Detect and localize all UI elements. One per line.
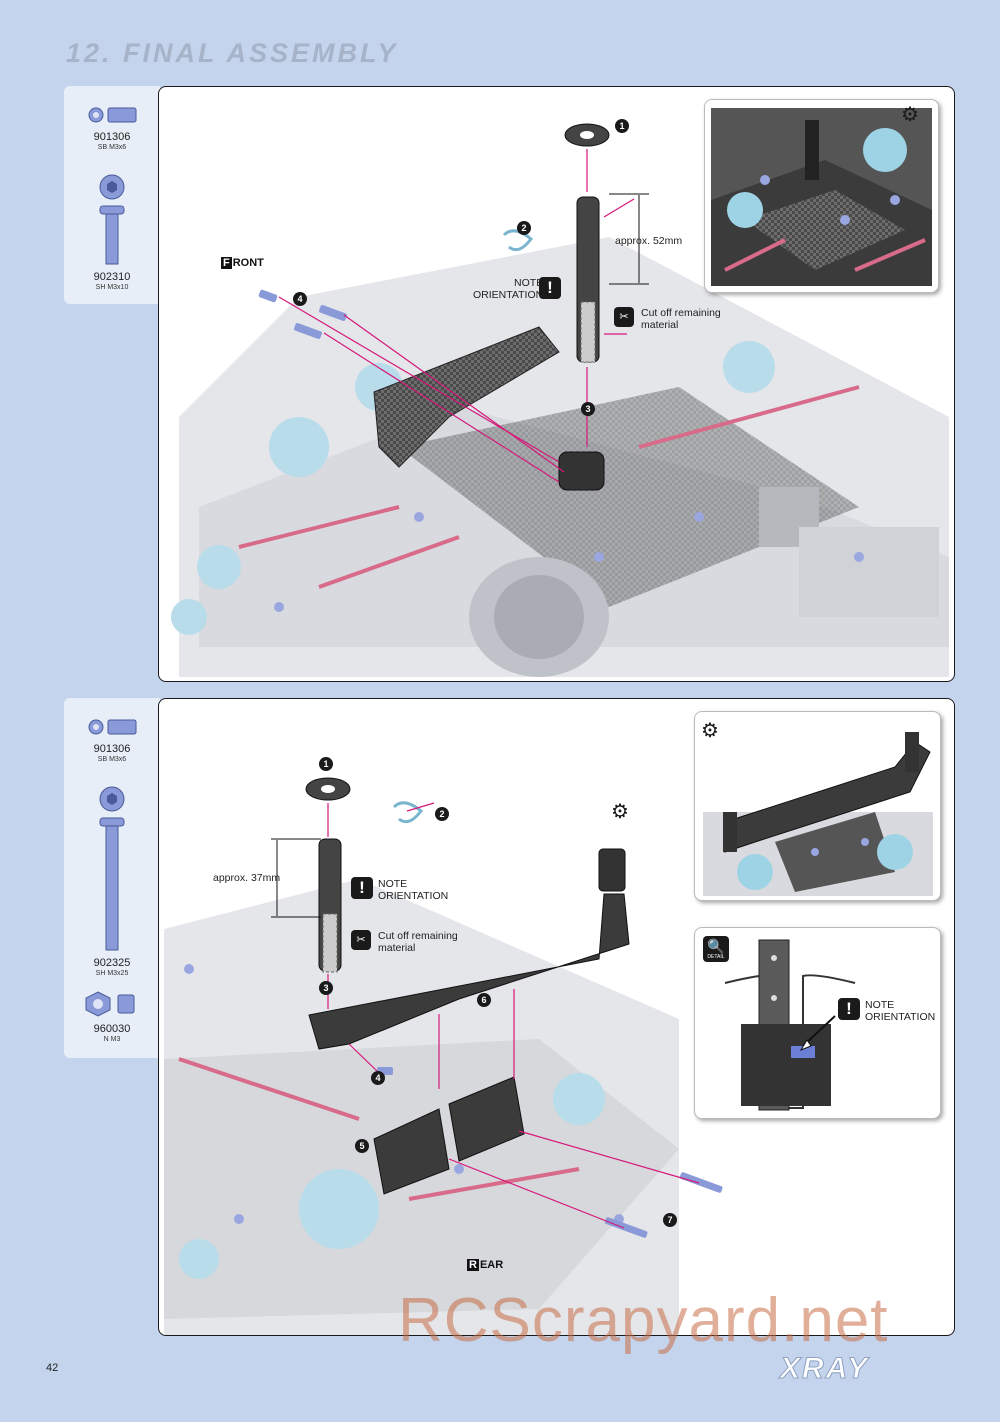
warning-icon: ! bbox=[539, 277, 561, 299]
detail-note: NOTE ORIENTATION bbox=[865, 999, 935, 1023]
step-marker-5: 5 bbox=[355, 1139, 369, 1153]
part-number: 902310 bbox=[93, 271, 131, 283]
part-desc: SB M3x6 bbox=[97, 144, 127, 151]
part-number: 901306 bbox=[93, 131, 131, 143]
part-desc: N M3 bbox=[103, 1036, 121, 1043]
direction-text: EAR bbox=[479, 1259, 504, 1271]
cut-line1: Cut off remaining bbox=[378, 930, 458, 942]
note-orientation: NOTE ORIENTATION bbox=[378, 878, 448, 902]
cut-note: Cut off remaining material bbox=[378, 930, 458, 954]
step-marker-3: 3 bbox=[581, 402, 595, 416]
reference-inset-step1: ⚙ bbox=[704, 99, 939, 293]
direction-text: RONT bbox=[232, 257, 264, 269]
chassis-illustration-step2 bbox=[164, 777, 723, 1335]
watermark: RCScrapyard.net bbox=[398, 1286, 889, 1355]
note-orientation: NOTE ORIENTATION bbox=[473, 277, 543, 301]
detail-drawing bbox=[724, 939, 856, 1111]
cut-icon: ✂ bbox=[614, 307, 634, 327]
set-screw-icon bbox=[88, 719, 137, 735]
part-902325: 902325 SH M3x25 bbox=[64, 786, 160, 978]
parts-list-step2: 901306 SB M3x6 902325 SH M3x25 960030 N … bbox=[64, 698, 160, 1058]
step-marker-7: 7 bbox=[663, 1213, 677, 1227]
gear-check-icon: ⚙ bbox=[701, 720, 719, 742]
note-line2: ORIENTATION bbox=[473, 289, 544, 301]
dimension-label: approx. 37mm bbox=[213, 872, 281, 884]
part-901306: 901306 SB M3x6 bbox=[64, 104, 160, 152]
step-marker-3: 3 bbox=[319, 981, 333, 995]
cut-note: Cut off remaining material bbox=[641, 307, 721, 331]
step-marker-4: 4 bbox=[293, 292, 307, 306]
step-marker-1: 1 bbox=[319, 757, 333, 771]
cut-line2: material bbox=[378, 942, 416, 954]
chassis-closeup bbox=[711, 108, 932, 286]
parts-list-step1: 901306 SB M3x6 902310 SH M3x10 bbox=[64, 86, 160, 304]
warning-icon: ! bbox=[351, 877, 373, 899]
step-marker-2: 2 bbox=[435, 807, 449, 821]
gear-check-icon: ⚙ bbox=[901, 104, 919, 126]
part-desc: SH M3x25 bbox=[95, 970, 129, 977]
direction-letter: R bbox=[467, 1259, 479, 1271]
set-screw-icon bbox=[88, 107, 137, 123]
part-number: 902325 bbox=[93, 957, 131, 969]
brace-closeup bbox=[703, 732, 933, 896]
detail-icon: 🔍DETAIL bbox=[703, 936, 729, 962]
cut-line2: material bbox=[641, 319, 679, 331]
part-901306: 901306 SB M3x6 bbox=[64, 716, 160, 764]
note-line1: NOTE bbox=[378, 878, 408, 890]
part-desc: SB M3x6 bbox=[97, 756, 127, 763]
section-title: 12. FINAL ASSEMBLY bbox=[66, 38, 399, 68]
part-902310: 902310 SH M3x10 bbox=[64, 174, 160, 292]
nut-icon bbox=[85, 991, 135, 1017]
note-line2: ORIENTATION bbox=[865, 1011, 936, 1023]
step-marker-2: 2 bbox=[517, 221, 531, 235]
chassis-illustration-step1 bbox=[171, 123, 949, 677]
hex-screw-icon bbox=[99, 174, 125, 265]
part-number: 901306 bbox=[93, 743, 131, 755]
step-marker-1: 1 bbox=[615, 119, 629, 133]
note-line1: NOTE bbox=[865, 999, 895, 1011]
cut-line1: Cut off remaining bbox=[641, 307, 721, 319]
part-desc: SH M3x10 bbox=[95, 284, 129, 291]
part-960030: 960030 N M3 bbox=[64, 990, 160, 1044]
note-line2: ORIENTATION bbox=[378, 890, 449, 902]
note-line1: NOTE bbox=[514, 277, 544, 289]
reference-inset-step2: ⚙ bbox=[694, 711, 941, 901]
gear-check-icon: ⚙ bbox=[611, 801, 629, 823]
brand-logo: XRAY bbox=[779, 1352, 870, 1386]
part-number: 960030 bbox=[93, 1023, 131, 1035]
dimension-label: approx. 52mm bbox=[615, 235, 683, 247]
page-number: 42 bbox=[46, 1362, 59, 1374]
step-marker-4: 4 bbox=[371, 1071, 385, 1085]
direction-letter: F bbox=[221, 257, 232, 269]
cut-icon: ✂ bbox=[351, 930, 371, 950]
step-marker-6: 6 bbox=[477, 993, 491, 1007]
warning-icon: ! bbox=[838, 998, 860, 1020]
detail-label: DETAIL bbox=[707, 954, 725, 960]
long-screw-icon bbox=[99, 786, 125, 951]
detail-inset: 🔍DETAIL ! NOTE ORIENTATION bbox=[694, 927, 941, 1119]
